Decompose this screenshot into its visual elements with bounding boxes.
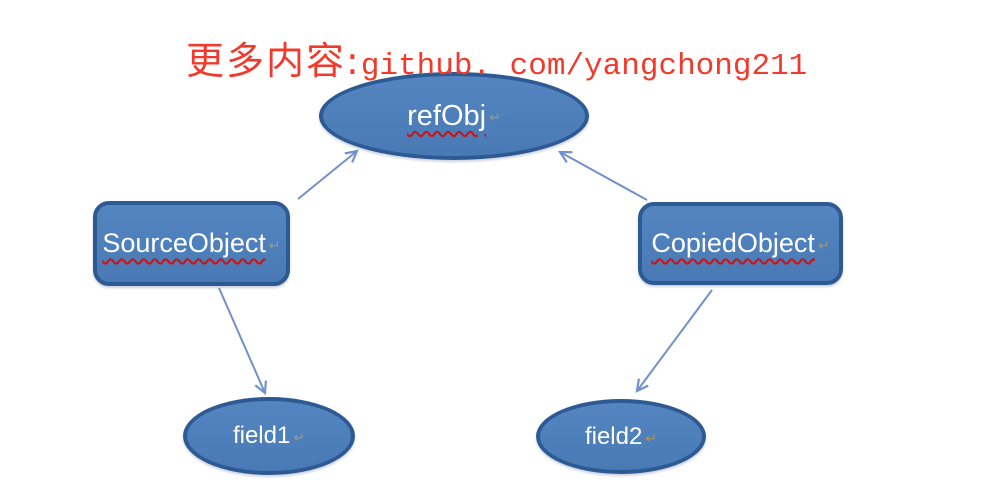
return-mark-icon: ↵ xyxy=(293,430,306,446)
node-copiedobject-label: CopiedObject xyxy=(651,228,815,258)
node-copiedobject: CopiedObject↵ xyxy=(638,202,843,285)
node-field2-label: field2 xyxy=(584,422,643,450)
node-field1-label: field1 xyxy=(232,422,291,449)
node-refobj: refObj↵ xyxy=(319,72,589,160)
watermark-cjk-text: 更多内容: xyxy=(186,39,361,83)
node-field1: field1↵ xyxy=(183,397,355,475)
arrow-sourceobject-to-field1 xyxy=(218,287,267,396)
return-mark-icon: ↵ xyxy=(645,430,658,447)
arrow-sourceobject-to-refobj xyxy=(297,149,359,200)
watermark-text: 更多内容:github. com/yangchong211 xyxy=(186,30,807,85)
node-refobj-label: refObj xyxy=(407,99,487,132)
node-sourceobject: SourceObject↵ xyxy=(93,201,290,286)
watermark-url-text: github. com/yangchong211 xyxy=(360,49,808,84)
return-mark-icon: ↵ xyxy=(817,237,830,254)
return-mark-icon: ↵ xyxy=(489,110,501,126)
return-mark-icon: ↵ xyxy=(268,237,281,254)
node-field2: field2↵ xyxy=(536,399,706,474)
arrow-copiedobject-to-refobj xyxy=(557,150,648,201)
node-sourceobject-label: SourceObject xyxy=(102,228,266,258)
arrow-copiedobject-to-field2 xyxy=(635,289,713,393)
